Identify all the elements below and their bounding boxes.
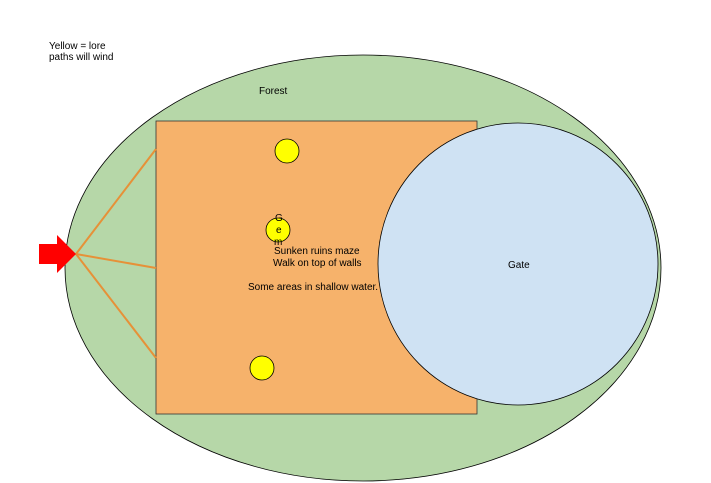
lore-marker-top <box>274 138 300 164</box>
gem-letter-g: G <box>275 213 283 224</box>
ruins-text-1: Sunken ruins maze <box>274 246 360 257</box>
gem-letter-e: e <box>276 225 282 236</box>
gate-area <box>377 122 659 406</box>
legend-line-2: paths will wind <box>49 52 113 63</box>
path-line-bottom <box>75 253 157 359</box>
lore-marker-bottom <box>249 355 275 381</box>
legend-line-1: Yellow = lore <box>49 41 106 52</box>
path-line-top <box>75 148 157 255</box>
forest-label: Forest <box>259 86 288 97</box>
gem-letter-m: m <box>274 237 282 248</box>
gate-label: Gate <box>508 260 530 271</box>
ruins-text-2: Walk on top of walls <box>273 258 362 269</box>
ruins-text-3: Some areas in shallow water. <box>248 282 378 293</box>
lore-marker-gem <box>265 217 291 243</box>
entrance-arrow-icon <box>39 235 76 273</box>
path-line-middle <box>75 253 157 269</box>
